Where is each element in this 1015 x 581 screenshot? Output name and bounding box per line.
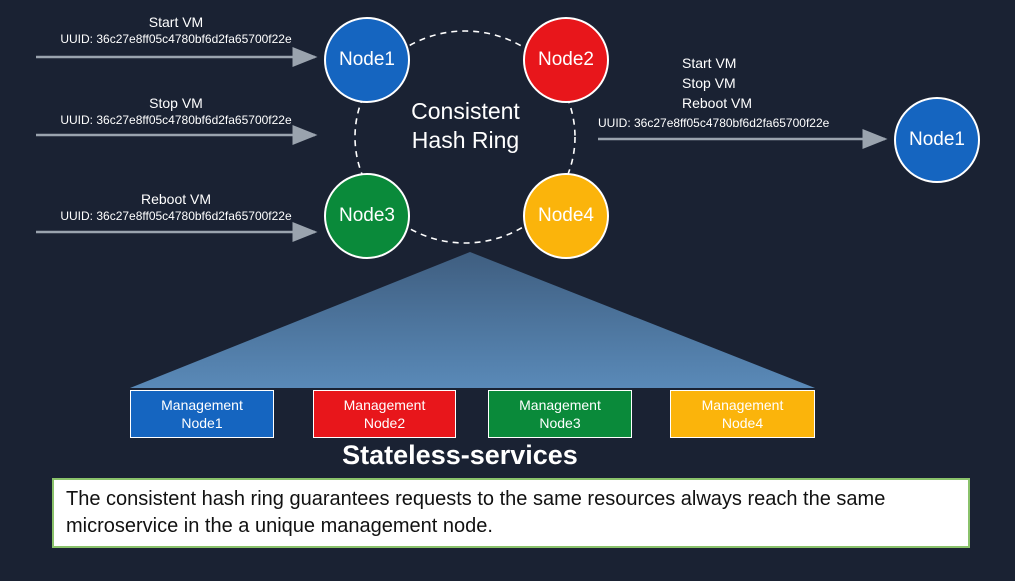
request-action: Reboot VM <box>140 191 212 207</box>
management-label: Management <box>343 396 426 413</box>
request-start: Start VM UUID: 36c27e8ff05c4780bf6d2fa65… <box>40 14 312 47</box>
management-node-2: Management Node2 <box>313 390 456 438</box>
request-stop: Stop VM UUID: 36c27e8ff05c4780bf6d2fa657… <box>40 95 312 128</box>
stateless-services-title: Stateless-services <box>342 440 578 470</box>
management-node-3: Management Node3 <box>488 390 632 438</box>
management-node-label: Node4 <box>721 415 764 431</box>
ring-node-2: Node2 <box>523 17 609 103</box>
routed-action: Stop VM <box>682 75 736 91</box>
request-reboot: Reboot VM UUID: 36c27e8ff05c4780bf6d2fa6… <box>40 191 312 224</box>
explanation-note: The consistent hash ring guarantees requ… <box>52 478 970 548</box>
ring-label: Consistent Hash Ring <box>393 97 538 155</box>
management-label: Management <box>161 396 243 413</box>
ring-label-line2: Hash Ring <box>411 126 520 153</box>
management-node-4: Management Node4 <box>670 390 815 438</box>
management-node-label: Node3 <box>539 415 581 431</box>
routed-actions: Start VM Stop VM Reboot VM <box>682 53 752 113</box>
target-node: Node1 <box>894 97 980 183</box>
management-label: Management <box>701 396 784 413</box>
ring-node-1: Node1 <box>324 17 410 103</box>
routed-action: Reboot VM <box>682 95 753 111</box>
ring-label-line1: Consistent <box>411 98 520 124</box>
hash-ring <box>354 30 576 244</box>
request-uuid: UUID: 36c27e8ff05c4780bf6d2fa65700f22e <box>60 208 292 223</box>
request-uuid: UUID: 36c27e8ff05c4780bf6d2fa65700f22e <box>60 31 292 46</box>
management-node-1: Management Node1 <box>130 390 274 438</box>
management-label: Management <box>519 396 601 413</box>
routed-uuid: UUID: 36c27e8ff05c4780bf6d2fa65700f22e <box>598 116 830 130</box>
ring-node-3: Node3 <box>324 173 410 259</box>
projection-fan <box>130 252 815 388</box>
request-uuid: UUID: 36c27e8ff05c4780bf6d2fa65700f22e <box>60 112 292 127</box>
management-node-label: Node2 <box>363 415 406 431</box>
ring-node-4: Node4 <box>523 173 609 259</box>
routed-action: Start VM <box>682 55 737 71</box>
request-action: Stop VM <box>149 95 203 111</box>
management-node-label: Node1 <box>181 415 223 431</box>
request-action: Start VM <box>148 14 204 30</box>
